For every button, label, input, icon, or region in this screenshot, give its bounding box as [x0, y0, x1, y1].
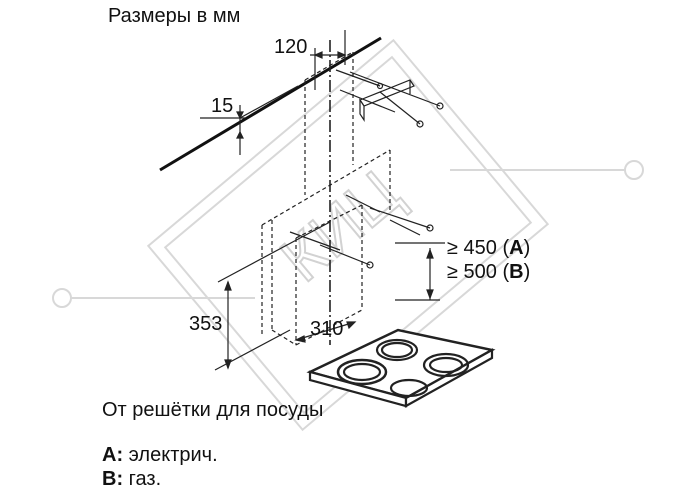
hood-body-outline: [261, 149, 391, 346]
burner-4: [422, 352, 470, 378]
burner-2: [375, 338, 419, 362]
burner-3: [389, 378, 429, 398]
dimension-353-line: [214, 221, 331, 371]
min-height-electric-letter: A: [509, 237, 524, 259]
upper-chimney-outline: [304, 51, 354, 195]
caption: От решётки для посуды: [102, 399, 324, 421]
min-height-gas-suffix: ): [523, 261, 531, 283]
watermark-text: КИЦ: [267, 156, 413, 295]
burner-1: [336, 358, 388, 386]
ceiling-line: [159, 36, 382, 172]
min-height-gas-letter: B: [509, 261, 524, 283]
min-height-gas-label: ≥ 500 (B): [447, 261, 530, 284]
min-height-electric-prefix: ≥ 450 (: [447, 237, 510, 259]
dimension-min-height-line: [395, 242, 445, 301]
legend-key: B:: [102, 468, 124, 490]
legend-text: газ.: [123, 468, 162, 490]
dimension-353-label: 353: [189, 313, 223, 335]
cooktop: [306, 328, 496, 408]
dimension-15-label: 15: [211, 95, 234, 117]
min-height-electric-label: ≥ 450 (A): [447, 237, 530, 260]
page-title: Размеры в мм: [108, 5, 241, 27]
screws-middle: [289, 194, 434, 269]
dimension-310-line: [294, 321, 357, 343]
min-height-electric-suffix: ): [523, 237, 531, 259]
dimension-15-line: [200, 85, 299, 155]
wall-bracket: [359, 79, 415, 122]
screws-top: [335, 69, 444, 128]
legend-item-gas: B: газ.: [102, 468, 161, 491]
legend-item-electric: A: электрич.: [102, 444, 218, 467]
legend-text: электрич.: [123, 444, 218, 466]
legend-key: A:: [102, 444, 124, 466]
dimension-120-line: [310, 30, 347, 90]
min-height-gas-prefix: ≥ 500 (: [447, 261, 510, 283]
dimension-120-label: 120: [274, 36, 308, 58]
dimension-310-label: 310: [310, 318, 344, 340]
